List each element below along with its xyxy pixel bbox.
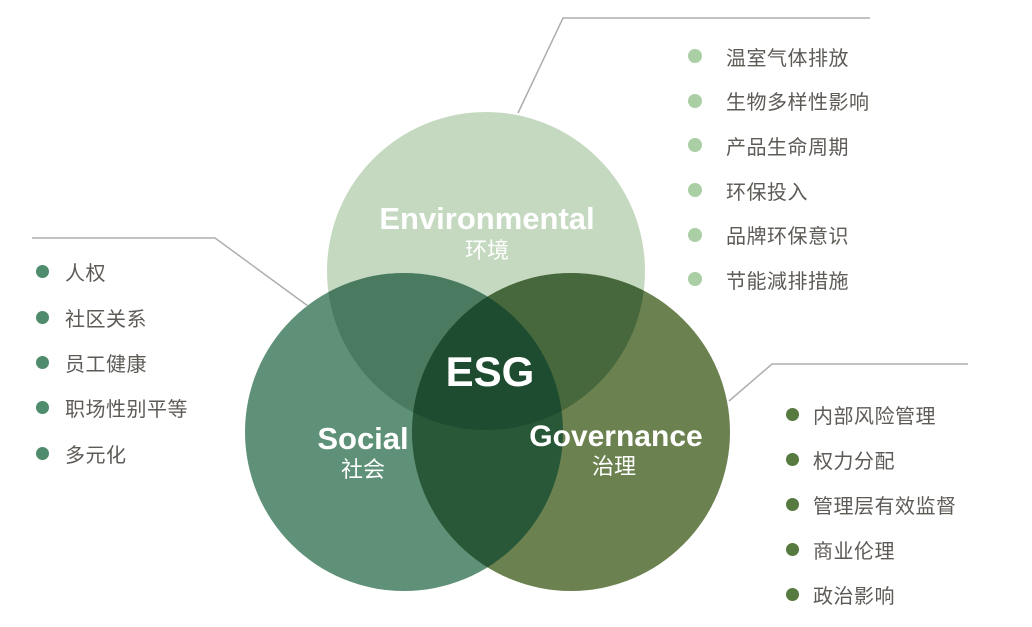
esg-center-label: ESG <box>446 348 535 395</box>
list-item-label: 权力分配 <box>813 451 895 473</box>
bullet-icon <box>786 543 799 556</box>
governance-item-list: 内部风险管理 权力分配 管理层有效监督 商业伦理 政治影响 <box>786 392 957 617</box>
bullet-icon <box>688 227 702 242</box>
social-label-zh: 社会 <box>341 457 385 482</box>
list-item-label: 温室气体排放 <box>726 47 849 70</box>
list-item-label: 商业伦理 <box>813 541 895 563</box>
list-item: 员工健康 <box>36 340 188 385</box>
list-item: 商业伦理 <box>786 527 957 572</box>
list-item: 产品生命周期 <box>688 123 870 168</box>
list-item-label: 人权 <box>65 263 106 286</box>
list-item-label: 生物多样性影响 <box>726 92 870 115</box>
list-item-label: 品牌环保意识 <box>726 226 849 249</box>
bullet-icon <box>688 272 702 287</box>
environmental-connector-line <box>517 17 870 114</box>
bullet-icon <box>36 446 49 460</box>
bullet-icon <box>786 588 799 601</box>
list-item: 内部风险管理 <box>786 392 957 437</box>
bullet-icon <box>36 310 49 324</box>
bullet-icon <box>688 49 702 64</box>
list-item: 政治影响 <box>786 572 957 617</box>
environmental-item-list: 温室气体排放 生物多样性影响 产品生命周期 环保投入 品牌环保意识 节能減排措施 <box>688 34 870 302</box>
list-item-label: 职场性别平等 <box>65 399 188 422</box>
bullet-icon <box>786 408 799 421</box>
bullet-icon <box>688 93 702 108</box>
social-item-list: 人权 社区关系 员工健康 职场性别平等 多元化 <box>36 249 188 476</box>
list-item-label: 节能減排措施 <box>726 270 849 293</box>
list-item-label: 员工健康 <box>65 353 147 376</box>
bullet-icon <box>36 401 49 415</box>
list-item: 人权 <box>36 249 188 294</box>
social-label: Social <box>317 421 408 456</box>
environmental-label: Environmental <box>379 201 594 236</box>
list-item: 品牌环保意识 <box>688 212 870 257</box>
list-item: 社区关系 <box>36 294 188 339</box>
bullet-icon <box>786 453 799 466</box>
social-connector-line <box>32 237 309 307</box>
bullet-icon <box>688 138 702 153</box>
list-item: 多元化 <box>36 431 188 476</box>
list-item-label: 环保投入 <box>726 181 808 204</box>
bullet-icon <box>786 498 799 511</box>
list-item: 管理层有效监督 <box>786 482 957 527</box>
bullet-icon <box>36 355 49 369</box>
governance-label: Governance <box>529 420 702 453</box>
governance-label-zh: 治理 <box>592 454 636 479</box>
list-item-label: 产品生命周期 <box>726 136 849 159</box>
list-item: 环保投入 <box>688 168 870 213</box>
environmental-label-zh: 环境 <box>465 238 509 263</box>
list-item-label: 管理层有效监督 <box>813 496 957 518</box>
list-item: 温室气体排放 <box>688 34 870 79</box>
list-item: 节能減排措施 <box>688 257 870 302</box>
bullet-icon <box>36 265 49 279</box>
list-item-label: 政治影响 <box>813 586 895 608</box>
list-item-label: 内部风险管理 <box>813 406 936 428</box>
center-overlap <box>412 273 563 430</box>
bullet-icon <box>688 183 702 198</box>
list-item-label: 社区关系 <box>65 308 147 331</box>
list-item: 权力分配 <box>786 437 957 482</box>
governance-connector-line <box>728 363 968 402</box>
list-item: 生物多样性影响 <box>688 79 870 124</box>
list-item: 职场性别平等 <box>36 385 188 430</box>
list-item-label: 多元化 <box>65 444 127 467</box>
